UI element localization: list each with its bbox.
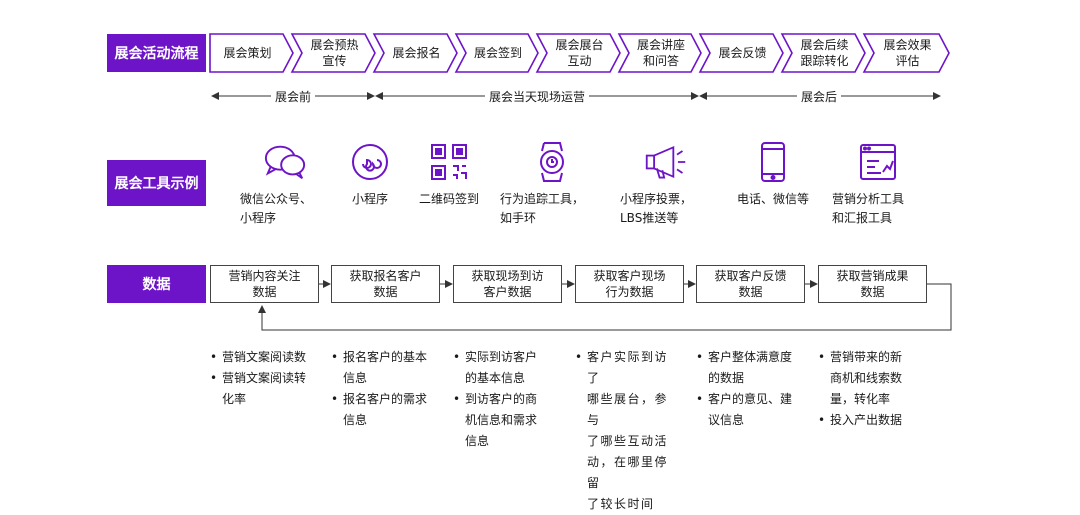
- list-item: 客户整体满意度 的数据: [696, 347, 801, 389]
- list-item: 营销文案阅读转 化率: [210, 368, 315, 410]
- list-item: 营销文案阅读数: [210, 347, 315, 368]
- stage-label: 展会签到: [473, 46, 522, 60]
- list-item: 实际到访客户 的基本信息: [453, 347, 558, 389]
- list-item: 客户的意见、建 议信息: [696, 389, 801, 431]
- stage-chevron: [372, 33, 458, 73]
- data-box-onsite-visitors: 获取现场到访 客户数据: [453, 265, 562, 303]
- stage-chevron: [535, 33, 621, 73]
- list-item: 营销带来的新 商机和线索数 量，转化率: [818, 347, 923, 410]
- stage-label: 展会效果 评估: [883, 38, 932, 68]
- data-box-feedback: 获取客户反馈 数据: [696, 265, 805, 303]
- megaphone-icon: [644, 140, 688, 184]
- tool-caption: 小程序: [351, 192, 388, 206]
- data-row-label: 数据: [107, 265, 206, 303]
- tool-mini-program: 小程序: [340, 140, 400, 209]
- feedback-loop-arrow: [258, 283, 952, 331]
- phase-label-pre: 展会前: [270, 88, 316, 105]
- stage-label: 展会反馈: [718, 46, 767, 60]
- tool-qr-code: 二维码签到: [412, 140, 486, 209]
- qr-code-icon: [427, 140, 471, 184]
- tool-wechat: 微信公众号、 小程序: [240, 140, 330, 228]
- wechat-chat-bubbles-icon: [263, 140, 307, 184]
- mini-program-icon: [348, 140, 392, 184]
- process-row-label: 展会活动流程: [107, 34, 206, 72]
- data-detail-list: 客户实际到访了 哪些展台，参与 了哪些互动活 动，在哪里停留 了较长时间: [575, 347, 680, 515]
- data-detail-list: 营销文案阅读数 营销文案阅读转 化率: [210, 347, 315, 410]
- tool-caption: 行为追踪工具， 如手环: [500, 192, 585, 225]
- data-detail-list: 营销带来的新 商机和线索数 量，转化率 投入产出数据: [818, 347, 923, 431]
- tool-caption: 电话、微信等: [736, 192, 809, 206]
- data-box-onsite-behavior: 获取客户现场 行为数据: [575, 265, 684, 303]
- stage-chevron: [780, 33, 866, 73]
- data-detail-list: 实际到访客户 的基本信息 到访客户的商 机信息和需求 信息: [453, 347, 558, 452]
- list-item: 报名客户的需求 信息: [331, 389, 436, 431]
- stage-chevron: [617, 33, 702, 73]
- stage-chevron: [698, 33, 784, 73]
- tools-row-label: 展会工具示例: [107, 160, 206, 206]
- tool-wristband: 行为追踪工具， 如手环: [500, 140, 604, 228]
- list-item: 客户实际到访了 哪些展台，参与 了哪些互动活 动，在哪里停留 了较长时间: [575, 347, 680, 515]
- smart-wristband-icon: [530, 140, 574, 184]
- tool-caption: 小程序投票， LBS推送等: [620, 192, 693, 225]
- data-detail-list: 客户整体满意度 的数据 客户的意见、建 议信息: [696, 347, 801, 431]
- tool-megaphone: 小程序投票， LBS推送等: [620, 140, 712, 228]
- stage-label: 展会报名: [392, 46, 441, 60]
- tool-analytics: 营销分析工具 和汇报工具: [832, 140, 924, 228]
- data-detail-list: 报名客户的基本 信息 报名客户的需求 信息: [331, 347, 436, 431]
- data-box-marketing-results: 获取营销成果 数据: [818, 265, 927, 303]
- phase-label-post: 展会后: [796, 88, 842, 105]
- stage-chevron: [290, 33, 376, 73]
- tool-mobile-phone: 电话、微信等: [730, 140, 816, 209]
- stage-label: 展会后续 跟踪转化: [800, 38, 849, 68]
- stage-label: 展会讲座 和问答: [636, 38, 685, 68]
- data-box-content-engagement: 营销内容关注 数据: [210, 265, 319, 303]
- list-item: 投入产出数据: [818, 410, 923, 431]
- stage-label: 展会策划: [223, 46, 272, 60]
- process-flow-diagram: [209, 33, 952, 331]
- stage-chevron: [209, 33, 294, 73]
- analytics-dashboard-icon: [856, 140, 900, 184]
- tool-caption: 二维码签到: [418, 192, 479, 206]
- mobile-phone-icon: [751, 140, 795, 184]
- stage-label: 展会预热 宣传: [310, 38, 359, 68]
- stage-chevron: [862, 33, 950, 73]
- stage-label: 展会展台 互动: [555, 38, 604, 68]
- stage-chevron: [454, 33, 539, 73]
- tool-caption: 营销分析工具 和汇报工具: [832, 192, 905, 225]
- list-item: 报名客户的基本 信息: [331, 347, 436, 389]
- list-item: 到访客户的商 机信息和需求 信息: [453, 389, 558, 452]
- phase-label-onsite: 展会当天现场运营: [484, 88, 590, 105]
- data-box-registration: 获取报名客户 数据: [331, 265, 440, 303]
- tool-caption: 微信公众号、 小程序: [240, 192, 313, 225]
